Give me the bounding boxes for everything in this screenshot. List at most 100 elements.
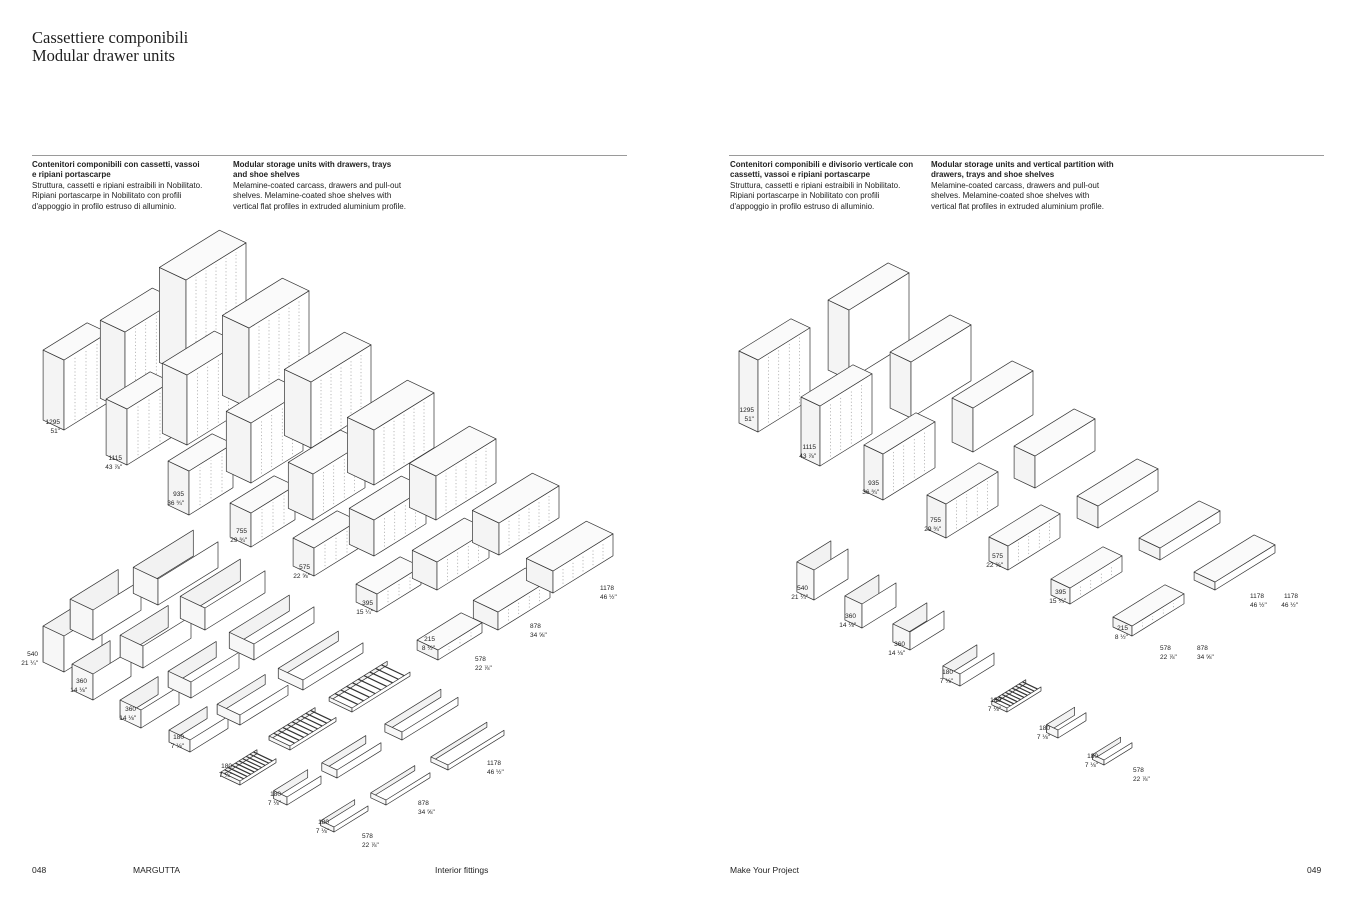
height-label-right: 755: [930, 517, 941, 524]
left-divider: [32, 155, 627, 156]
drawer-left-12-slat: [231, 764, 252, 775]
section-name-right: Make Your Project: [730, 865, 799, 875]
brand-name: MARGUTTA: [133, 865, 181, 875]
desc-line: vertical flat profiles in extruded alumi…: [233, 201, 406, 211]
height-label-left: 1295: [46, 419, 61, 426]
desc-heading: Modular storage units with drawers, tray…: [233, 160, 392, 169]
drawer-right-0-front: [813, 548, 849, 601]
width-label-left: 22 ⅞": [475, 665, 492, 672]
drawer-height-label-right: 180: [990, 697, 1001, 704]
desc-line: Melamine-coated carcass, drawers and pul…: [931, 180, 1100, 190]
drawer-right-4-slat: [1018, 683, 1035, 692]
drawer-left-14-slat: [352, 682, 376, 695]
drawer-left-12-slat: [245, 755, 266, 766]
height-label-left: 36 ¾": [167, 500, 184, 507]
cabinet-right-11-top: [1138, 500, 1221, 549]
drawer-height-label-right: 180: [942, 669, 953, 676]
cabinet-right-8-top: [988, 504, 1061, 547]
drawer-left-9-front: [189, 716, 229, 753]
height-label-right: 1295: [740, 407, 755, 414]
page-number-right: 049: [1307, 865, 1322, 875]
right-desc-italian: Contenitori componibili e divisorio vert…: [730, 160, 913, 212]
cabinet-left-7-side: [225, 410, 252, 484]
desc-line: d'appoggio in profilo estruso di allumin…: [32, 201, 177, 211]
drawer-height-label-left: 180: [173, 734, 184, 741]
drawer-left-13-slat: [291, 721, 314, 733]
height-label-left: 15 ¼": [356, 609, 373, 616]
cabinet-right-0-top: [738, 318, 811, 361]
drawer-height-label-left: 180: [318, 819, 329, 826]
drawer-left-13-slat: [305, 712, 328, 724]
height-label-right: 575: [992, 553, 1003, 560]
drawer-left-2-front: [157, 541, 219, 606]
drawer-right-4-front: [1006, 686, 1042, 713]
drawer-left-11-side: [277, 667, 304, 691]
drawer-left-14-slat: [357, 678, 382, 691]
shelf-profile-left-5-side: [430, 756, 449, 771]
drawer-height-label-left: 7 ⅛": [316, 828, 330, 835]
drawer-right-4-slat: [1011, 687, 1028, 696]
cabinet-right-5-top: [951, 360, 1034, 409]
drawer-height-label-left: 180: [221, 763, 232, 770]
right-desc-english: Modular storage units and vertical parti…: [931, 160, 1114, 212]
drawer-left-6-front: [140, 686, 180, 729]
drawer-left-13-slat: [301, 715, 323, 727]
drawer-left-14-slat: [369, 671, 393, 684]
drawer-left-4-front: [142, 615, 192, 669]
drawer-left-14-front: [351, 671, 411, 713]
shelf-profile-left-0-front: [286, 775, 322, 806]
drawer-height-label-left: 7 ⅛": [171, 743, 185, 750]
cabinet-right-3-side: [889, 351, 912, 419]
desc-heading: Contenitori componibili e divisorio vert…: [730, 160, 914, 169]
drawer-left-8-front: [253, 606, 315, 661]
cabinet-right-1-side: [827, 299, 850, 381]
width-label-left: 34 ⅝": [530, 632, 547, 639]
height-label-right: 43 ⅞": [799, 453, 816, 460]
desc-line: Ripiani portascarpe in Nobilitato con pr…: [32, 191, 182, 201]
accessory-width-label-right: 578: [1133, 767, 1144, 774]
width-label-left: 578: [475, 656, 486, 663]
drawer-right-1-front: [861, 582, 897, 629]
cabinet-left-5-side: [222, 315, 250, 409]
drawer-height-label-left: 14 ⅛": [70, 687, 87, 694]
drawer-height-label-right: 7 ⅛": [940, 678, 954, 685]
cabinet-right-9-top: [1076, 458, 1159, 507]
drawer-height-label-left: 360: [125, 706, 136, 713]
accessory-width-label-left: 22 ⅞": [362, 842, 379, 849]
width-label-right: 22 ⅞": [1160, 654, 1177, 661]
drawer-left-14-slat: [340, 689, 364, 702]
drawer-left-12-front: [239, 758, 277, 786]
cabinet-left-8-side: [284, 369, 312, 449]
drawer-right-4-slat: [1008, 689, 1025, 699]
shelf-profile-left-5-front: [447, 729, 505, 771]
shelf-profile-left-1-front: [336, 742, 382, 779]
drawer-left-14-slat: [346, 685, 370, 698]
drawer-height-label-right: 7 ⅛": [1085, 762, 1099, 769]
cabinet-right-1-top: [827, 262, 910, 311]
width-label-right: 34 ⅝": [1197, 654, 1214, 661]
cabinet-right-6-top: [926, 462, 999, 505]
desc-heading: and shoe shelves: [233, 170, 300, 180]
cabinet-right-12-top: [1112, 584, 1185, 627]
drawer-height-label-right: 360: [845, 613, 856, 620]
desc-line: Struttura, cassetti e ripiani estraibili…: [730, 180, 901, 190]
drawer-right-4-slat: [1005, 691, 1021, 701]
cabinet-left-2-top: [159, 229, 247, 281]
drawer-right-4-slat: [1022, 681, 1038, 690]
height-label-right: 36 ¾": [862, 489, 879, 496]
cabinet-right-4-top: [863, 412, 936, 455]
left-desc-italian: Contenitori componibili con cassetti, va…: [32, 160, 202, 212]
drawer-height-label-right: 7 ⅛": [988, 706, 1002, 713]
drawer-right-2-front: [909, 610, 945, 651]
width-label-right-far: 46 ½": [1281, 601, 1298, 609]
height-label-right: 15 ¼": [1049, 598, 1066, 605]
height-label-right: 395: [1055, 589, 1066, 596]
drawer-left-3-front: [92, 650, 132, 701]
accessory-width-label-right: 22 ⅞": [1133, 776, 1150, 783]
cabinet-left-14-top: [409, 425, 497, 477]
cabinet-left-4-side: [161, 362, 188, 446]
drawer-left-12-slat: [235, 762, 255, 773]
cabinet-left-5-top: [222, 277, 310, 329]
drawer-left-13-front: [289, 717, 337, 751]
